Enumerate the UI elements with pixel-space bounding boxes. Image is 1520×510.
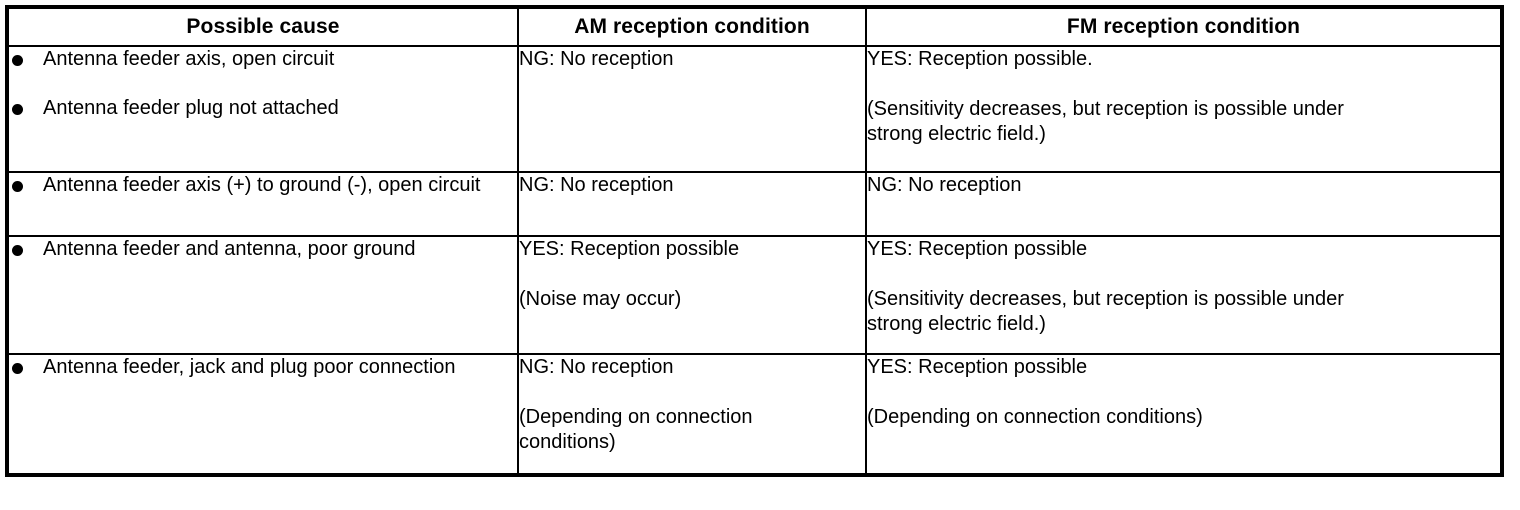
column-header-fm-reception-condition: FM reception condition	[865, 6, 1503, 47]
fm-condition-note: (Sensitivity decreases, but reception is…	[867, 97, 1500, 147]
list-item: Antenna feeder axis, open circuit	[9, 47, 517, 72]
bullet-icon	[12, 55, 23, 66]
fm-condition-cell: YES: Reception possible (Sensitivity dec…	[865, 235, 1503, 355]
bullet-icon	[12, 363, 23, 374]
condition-note-line: (Depending on connection conditions)	[867, 406, 1203, 428]
fm-condition-note: (Depending on connection conditions)	[867, 405, 1500, 430]
list-item: Antenna feeder plug not attached	[9, 96, 517, 121]
am-condition-cell: YES: Reception possible (Noise may occur…	[517, 235, 867, 355]
condition-note-line: strong electric field.)	[867, 123, 1046, 145]
cause-list: Antenna feeder axis, open circuit Antenn…	[9, 47, 517, 121]
cause-list: Antenna feeder, jack and plug poor conne…	[9, 355, 517, 380]
table-row: Antenna feeder, jack and plug poor conne…	[6, 353, 1503, 476]
list-item: Antenna feeder axis (+) to ground (-), o…	[9, 173, 517, 198]
condition-text: YES: Reception possible	[867, 356, 1088, 378]
table-header: Possible cause AM reception condition FM…	[6, 6, 1503, 47]
am-condition-primary: NG: No reception	[519, 355, 865, 380]
fm-condition-primary: YES: Reception possible	[867, 237, 1500, 262]
am-condition-cell: NG: No reception	[517, 45, 867, 173]
am-condition-note: (Noise may occur)	[519, 287, 865, 312]
condition-text: YES: Reception possible	[867, 238, 1088, 260]
fm-condition-note: (Sensitivity decreases, but reception is…	[867, 287, 1500, 337]
am-condition-primary: NG: No reception	[519, 173, 865, 198]
condition-note-line: (Depending on connection	[519, 406, 753, 428]
table-body: Antenna feeder axis, open circuit Antenn…	[6, 45, 1503, 476]
column-header-possible-cause: Possible cause	[6, 6, 519, 47]
cause-text: Antenna feeder axis, open circuit	[43, 48, 335, 70]
cause-cell: Antenna feeder and antenna, poor ground	[6, 235, 519, 355]
column-header-label: Possible cause	[186, 15, 340, 38]
cause-cell: Antenna feeder axis (+) to ground (-), o…	[6, 171, 519, 237]
table-row: Antenna feeder axis (+) to ground (-), o…	[6, 171, 1503, 237]
condition-text: YES: Reception possible	[519, 238, 740, 260]
header-row: Possible cause AM reception condition FM…	[6, 6, 1503, 47]
bullet-icon	[12, 104, 23, 115]
condition-text: NG: No reception	[519, 356, 674, 378]
condition-text: NG: No reception	[867, 174, 1022, 196]
fm-condition-cell: YES: Reception possible (Depending on co…	[865, 353, 1503, 476]
condition-note-line: (Noise may occur)	[519, 288, 682, 310]
list-item: Antenna feeder and antenna, poor ground	[9, 237, 517, 262]
column-header-label: AM reception condition	[574, 15, 810, 38]
bullet-icon	[12, 181, 23, 192]
bullet-icon	[12, 245, 23, 256]
cause-cell: Antenna feeder axis, open circuit Antenn…	[6, 45, 519, 173]
condition-note-line: strong electric field.)	[867, 313, 1046, 335]
cause-list: Antenna feeder and antenna, poor ground	[9, 237, 517, 262]
am-condition-primary: NG: No reception	[519, 47, 865, 72]
am-condition-cell: NG: No reception (Depending on connectio…	[517, 353, 867, 476]
cause-text: Antenna feeder plug not attached	[43, 97, 339, 119]
fm-condition-primary: YES: Reception possible	[867, 355, 1500, 380]
fm-condition-cell: NG: No reception	[865, 171, 1503, 237]
reception-condition-table: Possible cause AM reception condition FM…	[5, 5, 1504, 477]
fm-condition-primary: YES: Reception possible.	[867, 47, 1500, 72]
fm-condition-primary: NG: No reception	[867, 173, 1500, 198]
column-header-am-reception-condition: AM reception condition	[517, 6, 867, 47]
table-row: Antenna feeder and antenna, poor ground …	[6, 235, 1503, 355]
cause-cell: Antenna feeder, jack and plug poor conne…	[6, 353, 519, 476]
table-row: Antenna feeder axis, open circuit Antenn…	[6, 45, 1503, 173]
condition-text: YES: Reception possible.	[867, 48, 1093, 70]
condition-note-line: (Sensitivity decreases, but reception is…	[867, 288, 1344, 310]
condition-note-line: (Sensitivity decreases, but reception is…	[867, 98, 1344, 120]
am-condition-note: (Depending on connection conditions)	[519, 405, 865, 455]
condition-note-line: conditions)	[519, 431, 616, 453]
condition-text: NG: No reception	[519, 174, 674, 196]
cause-text: Antenna feeder axis (+) to ground (-), o…	[43, 174, 481, 196]
cause-text: Antenna feeder, jack and plug poor conne…	[43, 356, 456, 378]
am-condition-primary: YES: Reception possible	[519, 237, 865, 262]
list-item: Antenna feeder, jack and plug poor conne…	[9, 355, 517, 380]
column-header-label: FM reception condition	[1066, 15, 1301, 38]
cause-list: Antenna feeder axis (+) to ground (-), o…	[9, 173, 517, 198]
condition-text: NG: No reception	[519, 48, 674, 70]
cause-text: Antenna feeder and antenna, poor ground	[43, 238, 416, 260]
fm-condition-cell: YES: Reception possible. (Sensitivity de…	[865, 45, 1503, 173]
am-condition-cell: NG: No reception	[517, 171, 867, 237]
